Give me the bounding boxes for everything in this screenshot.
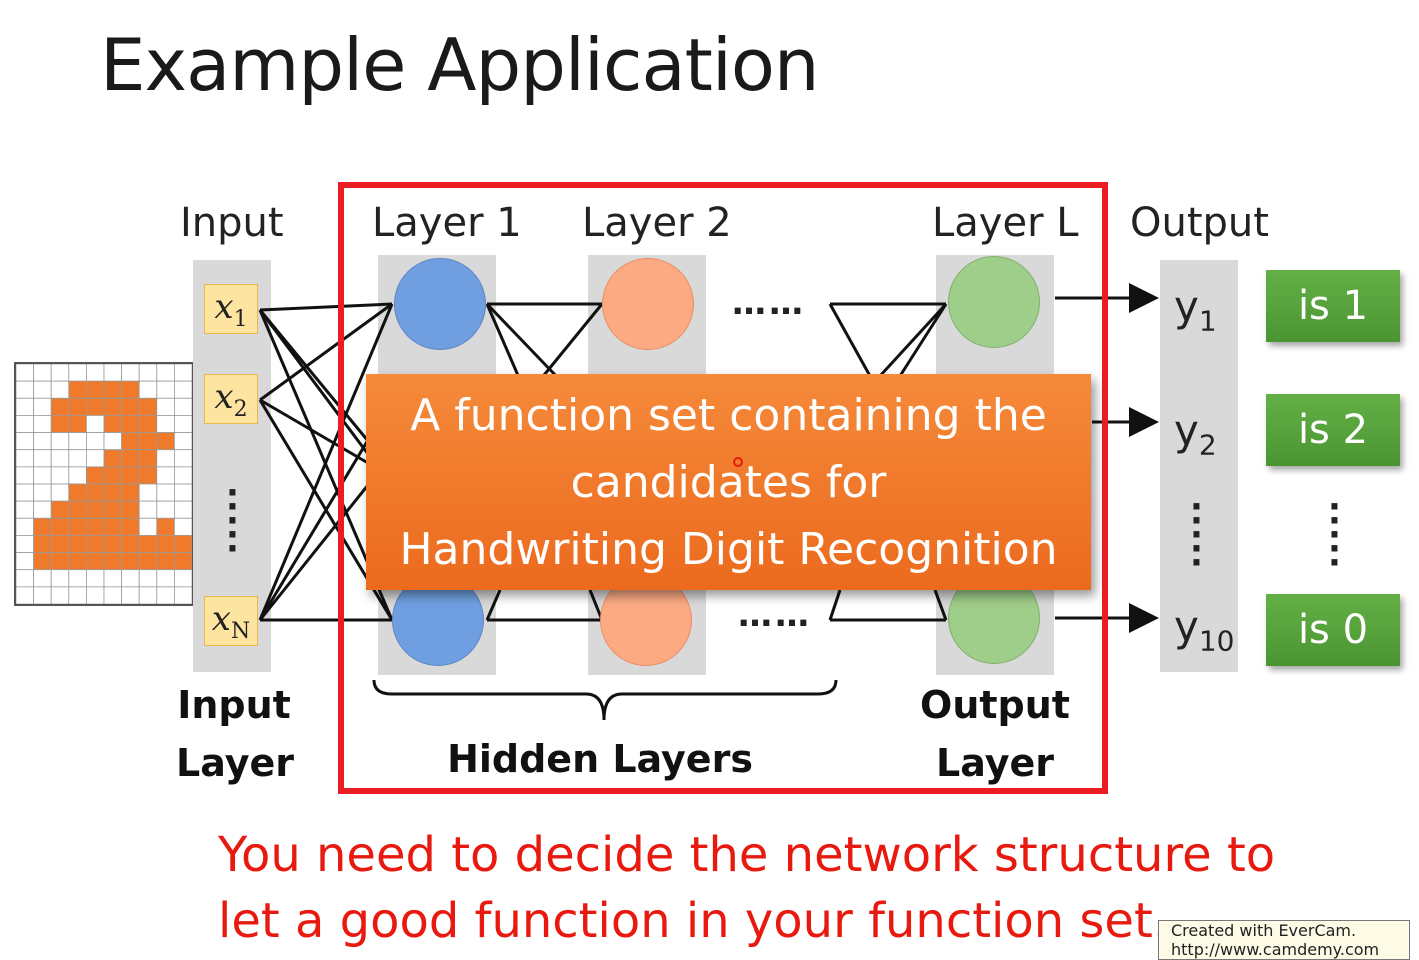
callout-line-1: A function set containing the: [410, 390, 1047, 441]
hidden-layers-label: Hidden Layers: [447, 737, 753, 781]
edge: [259, 302, 393, 402]
layer2-header: Layer 2: [582, 200, 732, 246]
edge: [878, 302, 948, 378]
input-xN: xN: [204, 596, 258, 646]
edge: [485, 589, 502, 621]
note-line-1: You need to decide the network structure…: [218, 827, 1276, 883]
output-header: Output: [1130, 200, 1269, 246]
edge: [485, 302, 562, 382]
input-vertical-ellipsis: ·····: [226, 473, 239, 569]
note-line-2: let a good function in your function set…: [218, 893, 1169, 949]
output-y2: y2: [1174, 406, 1217, 462]
edge: [258, 309, 382, 471]
edge: [485, 303, 522, 381]
edge: [898, 303, 948, 377]
result-vertical-ellipsis: ·····: [1328, 487, 1341, 583]
edge: [933, 589, 948, 621]
evercam-watermark: Created with EverCam.http://www.camdemy.…: [1158, 920, 1410, 960]
callout-line-2: candidates for: [570, 457, 887, 508]
layer-ellipsis-bottom: ……: [738, 595, 812, 635]
slide-title: Example Application: [100, 23, 820, 107]
digit-pixel-grid: [16, 364, 192, 604]
layerL-node-top: [948, 256, 1040, 348]
digit-image: [14, 362, 194, 606]
function-set-frame: [338, 182, 1108, 794]
cursor-marker: [733, 457, 743, 467]
result-is-2: is 2: [1266, 394, 1400, 466]
layer-ellipsis-top: ……: [732, 283, 806, 323]
result-is-1: is 1: [1266, 270, 1400, 342]
layer2-node-top: [602, 258, 694, 350]
input-x1: x1: [204, 284, 258, 334]
input-header: Input: [180, 200, 284, 246]
edge: [538, 303, 604, 381]
edge: [259, 398, 381, 472]
edge: [258, 469, 382, 621]
function-set-callout: A function set containing the candidates…: [366, 374, 1091, 590]
edge: [259, 302, 393, 312]
hidden-layers-brace: [372, 679, 838, 721]
output-y1: y1: [1174, 282, 1217, 338]
output-vertical-ellipsis: ·····: [1190, 487, 1203, 583]
input-x2: x2: [204, 374, 258, 424]
output-y10: y10: [1174, 602, 1235, 658]
edge: [258, 303, 394, 621]
result-is-0: is 0: [1266, 594, 1400, 666]
callout-line-3: Handwriting Digit Recognition: [399, 524, 1058, 575]
output-column: [1160, 260, 1238, 672]
layer1-header: Layer 1: [372, 200, 522, 246]
layerL-header: Layer L: [932, 200, 1079, 246]
edge: [828, 303, 872, 377]
edge: [828, 589, 842, 621]
layer1-node-top: [394, 258, 486, 350]
